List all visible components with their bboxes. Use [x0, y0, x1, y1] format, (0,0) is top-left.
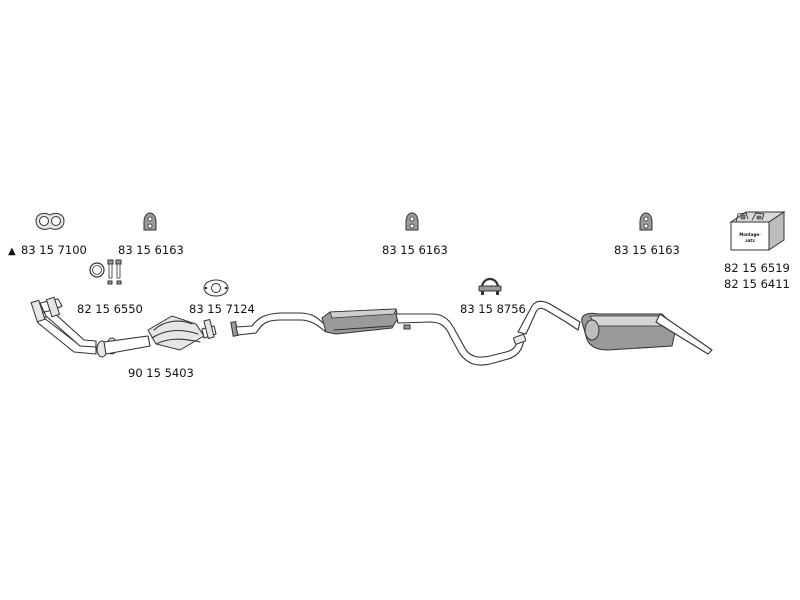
- rear-pipe-icon: [395, 313, 527, 366]
- ring-gasket-icon: [89, 262, 105, 278]
- kit-box-text-2: satz: [745, 238, 755, 243]
- catalytic-converter-icon: [147, 315, 239, 351]
- part-label: 90 15 5403: [128, 366, 194, 380]
- part-label: 83 15 6163: [118, 243, 184, 257]
- rear-silencer-icon: [581, 312, 713, 355]
- center-pipe-icon: [235, 312, 327, 336]
- rubber-hanger-icon: [405, 212, 419, 231]
- flange-gasket-icon: [203, 279, 229, 297]
- part-label: 83 15 6163: [614, 243, 680, 257]
- kit-box-text-1: Montage-: [739, 232, 761, 237]
- part-label: 82 15 6550: [77, 302, 143, 316]
- pipe-flange-icon: [96, 335, 151, 358]
- part-label: 83 15 8756: [460, 302, 526, 316]
- bolts-icon: [107, 259, 122, 285]
- part-label: 82 15 6519: [724, 261, 790, 275]
- pipe-clamp-icon: [478, 277, 502, 295]
- flange-gasket-icon: [35, 212, 65, 230]
- part-label: 83 15 6163: [382, 243, 448, 257]
- middle-silencer-icon: [321, 308, 399, 335]
- part-label: 82 15 6411: [724, 277, 790, 291]
- rubber-hanger-icon: [143, 212, 157, 231]
- mounting-kit-box-icon: Montage- satz: [729, 211, 786, 251]
- rubber-hanger-icon: [639, 212, 653, 231]
- part-label: 83 15 7124: [189, 302, 255, 316]
- new-part-marker-icon: ▲: [8, 246, 16, 257]
- tail-pipe-icon: [517, 300, 581, 335]
- front-pipe-icon: [30, 296, 97, 355]
- part-label: 83 15 7100: [21, 243, 87, 257]
